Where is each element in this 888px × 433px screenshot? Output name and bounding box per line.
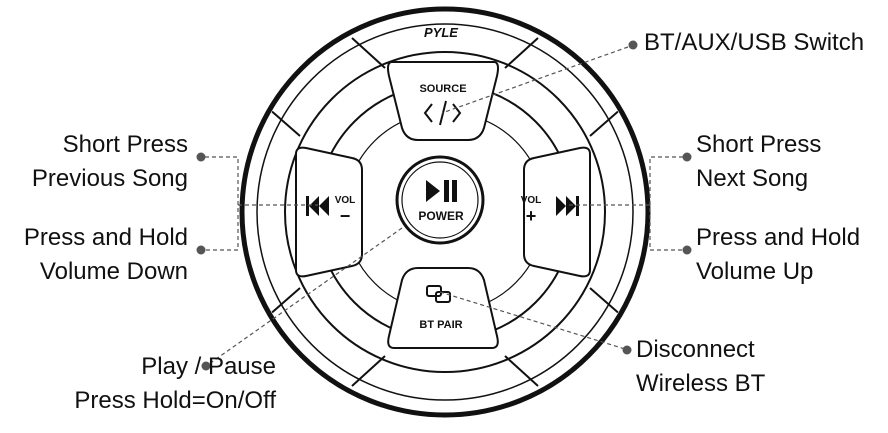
- vol-up-callout: Press and Hold Volume Up: [696, 221, 860, 289]
- prev-callout: Short Press Previous Song: [32, 128, 188, 196]
- vol-up-line2: Volume Up: [696, 258, 814, 285]
- power-line2: Press Hold=On/Off: [74, 387, 276, 414]
- volume-down-button[interactable]: VOL −: [295, 146, 363, 278]
- ring-segments: [267, 37, 623, 387]
- next-line1: Short Press: [696, 131, 822, 158]
- previous-track-icon: [306, 196, 329, 216]
- leader-lines: [205, 46, 683, 365]
- source-switch-callout: BT/AUX/USB Switch: [644, 26, 864, 60]
- next-callout: Short Press Next Song: [696, 128, 821, 196]
- vol-down-callout: Press and Hold Volume Down: [24, 221, 188, 289]
- source-switch-text: BT/AUX/USB Switch: [644, 29, 865, 56]
- vol-down-line1: Press and Hold: [23, 224, 188, 251]
- play-pause-icon: [426, 180, 457, 202]
- vol-down-line2: Volume Down: [39, 258, 188, 285]
- vol-down-label: VOL: [335, 195, 356, 206]
- link-icon: [426, 285, 451, 303]
- next-track-icon: [556, 196, 579, 216]
- leader-dots: [196, 40, 692, 371]
- vol-up-line1: Press and Hold: [696, 224, 861, 251]
- power-button[interactable]: POWER: [395, 155, 485, 245]
- power-label: POWER: [418, 209, 464, 223]
- vol-up-sign: +: [526, 206, 537, 226]
- volume-up-button[interactable]: VOL +: [521, 146, 591, 278]
- vol-down-sign: −: [340, 206, 351, 226]
- bt-line2: Wireless BT: [636, 370, 766, 397]
- prev-line2: Previous Song: [31, 165, 188, 192]
- bt-callout: Disconnect Wireless BT: [636, 333, 765, 401]
- bt-pair-button[interactable]: BT PAIR: [387, 267, 499, 349]
- next-line2: Next Song: [696, 165, 809, 192]
- power-callout: Play / Pause Press Hold=On/Off: [74, 350, 276, 418]
- prev-line1: Short Press: [62, 131, 188, 158]
- power-line1: Play / Pause: [141, 353, 276, 380]
- brand-logo: PYLE: [424, 25, 458, 40]
- bt-pair-label: BT PAIR: [419, 319, 462, 331]
- bt-line1: Disconnect: [636, 336, 755, 363]
- source-label: SOURCE: [419, 83, 466, 95]
- vol-up-label: VOL: [521, 195, 542, 206]
- source-button[interactable]: SOURCE: [387, 61, 499, 141]
